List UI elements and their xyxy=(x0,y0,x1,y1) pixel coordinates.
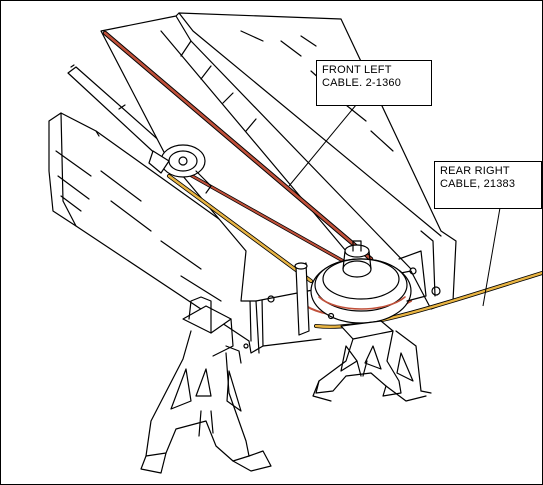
vertical-post xyxy=(294,262,310,336)
front-left-callout-line1: FRONT LEFT xyxy=(322,64,392,76)
rear-right-cable xyxy=(167,174,542,329)
front-left-callout-line2: CABLE. 2-1360 xyxy=(322,77,402,89)
rear-right-cable-callout: REAR RIGHT CABLE, 21383 xyxy=(434,161,542,209)
left-jack-stand xyxy=(140,296,272,474)
rear-right-leader xyxy=(482,201,502,307)
front-left-leader xyxy=(288,98,362,187)
left-end-fitting xyxy=(148,144,212,194)
rear-right-callout-line1: REAR RIGHT xyxy=(440,165,510,177)
fasteners xyxy=(243,286,441,349)
right-jack-stand xyxy=(312,320,432,402)
front-left-cable xyxy=(102,30,412,318)
front-left-cable-callout: FRONT LEFT CABLE. 2-1360 xyxy=(316,60,432,106)
leader-lines xyxy=(288,98,502,307)
rear-right-callout-line2: CABLE, 21383 xyxy=(440,178,516,190)
